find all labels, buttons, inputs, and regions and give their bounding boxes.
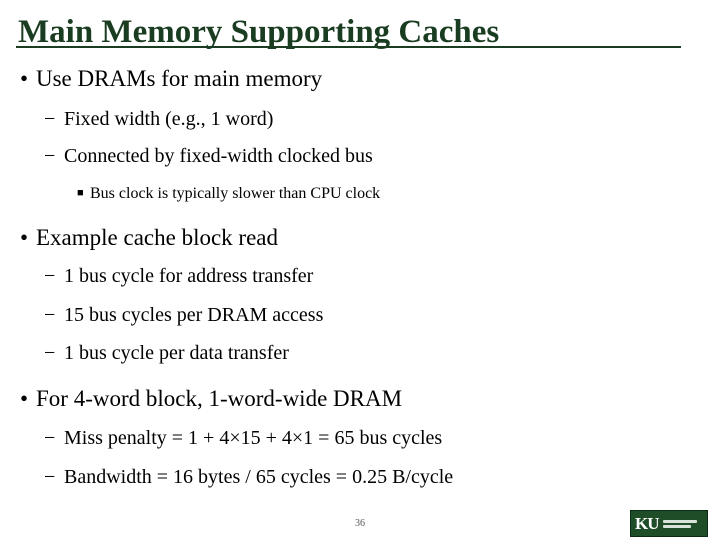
bullet-item: • Use DRAMs for main memory <box>20 66 322 92</box>
bullet-marker: − <box>44 265 56 287</box>
bullet-text: Connected by fixed-width clocked bus <box>64 145 373 167</box>
bullet-marker: − <box>44 145 56 167</box>
korea-university-logo-icon: KU <box>630 510 708 537</box>
sub-bullet-item: −1 bus cycle per data transfer <box>44 342 289 365</box>
bullet-marker: − <box>44 466 56 488</box>
bullet-marker: • <box>20 66 29 91</box>
sub-bullet-item: −Connected by fixed-width clocked bus <box>44 145 373 168</box>
bullet-text: For 4-word block, 1-word-wide DRAM <box>36 386 403 411</box>
logo-wordmark <box>662 519 697 528</box>
page-number: 36 <box>355 518 365 529</box>
sub-sub-bullet-item: ■ Bus clock is typically slower than CPU … <box>77 185 380 203</box>
bullet-marker: − <box>44 108 56 130</box>
bullet-text: Use DRAMs for main memory <box>36 66 323 91</box>
bullet-item: • For 4-word block, 1-word-wide DRAM <box>20 386 402 412</box>
sub-bullet-item: −1 bus cycle for address transfer <box>44 265 313 288</box>
bullet-text: Bandwidth = 16 bytes / 65 cycles = 0.25 … <box>64 466 454 488</box>
bullet-marker: − <box>44 342 56 364</box>
logo-mark: KU <box>635 513 659 533</box>
bullet-marker: − <box>44 304 56 326</box>
bullet-marker: ■ <box>77 187 84 199</box>
sub-bullet-item: −Bandwidth = 16 bytes / 65 cycles = 0.25… <box>44 466 453 489</box>
bullet-text: Bus clock is typically slower than CPU c… <box>90 185 381 202</box>
sub-bullet-item: −Miss penalty = 1 + 4×15 + 4×1 = 65 bus … <box>44 427 442 450</box>
bullet-marker: • <box>20 225 29 250</box>
sub-bullet-item: −Fixed width (e.g., 1 word) <box>44 108 273 131</box>
bullet-item: • Example cache block read <box>20 225 278 251</box>
bullet-text: 1 bus cycle for address transfer <box>64 265 314 287</box>
bullet-text: 1 bus cycle per data transfer <box>64 342 289 364</box>
bullet-text: Miss penalty = 1 + 4×15 + 4×1 = 65 bus c… <box>64 427 443 449</box>
title-underline <box>16 46 681 48</box>
bullet-text: Fixed width (e.g., 1 word) <box>64 108 274 130</box>
bullet-marker: • <box>20 386 29 411</box>
slide-title: Main Memory Supporting Caches <box>18 14 500 50</box>
bullet-text: 15 bus cycles per DRAM access <box>64 304 324 326</box>
sub-bullet-item: −15 bus cycles per DRAM access <box>44 304 323 327</box>
bullet-text: Example cache block read <box>36 225 279 250</box>
bullet-marker: − <box>44 427 56 449</box>
